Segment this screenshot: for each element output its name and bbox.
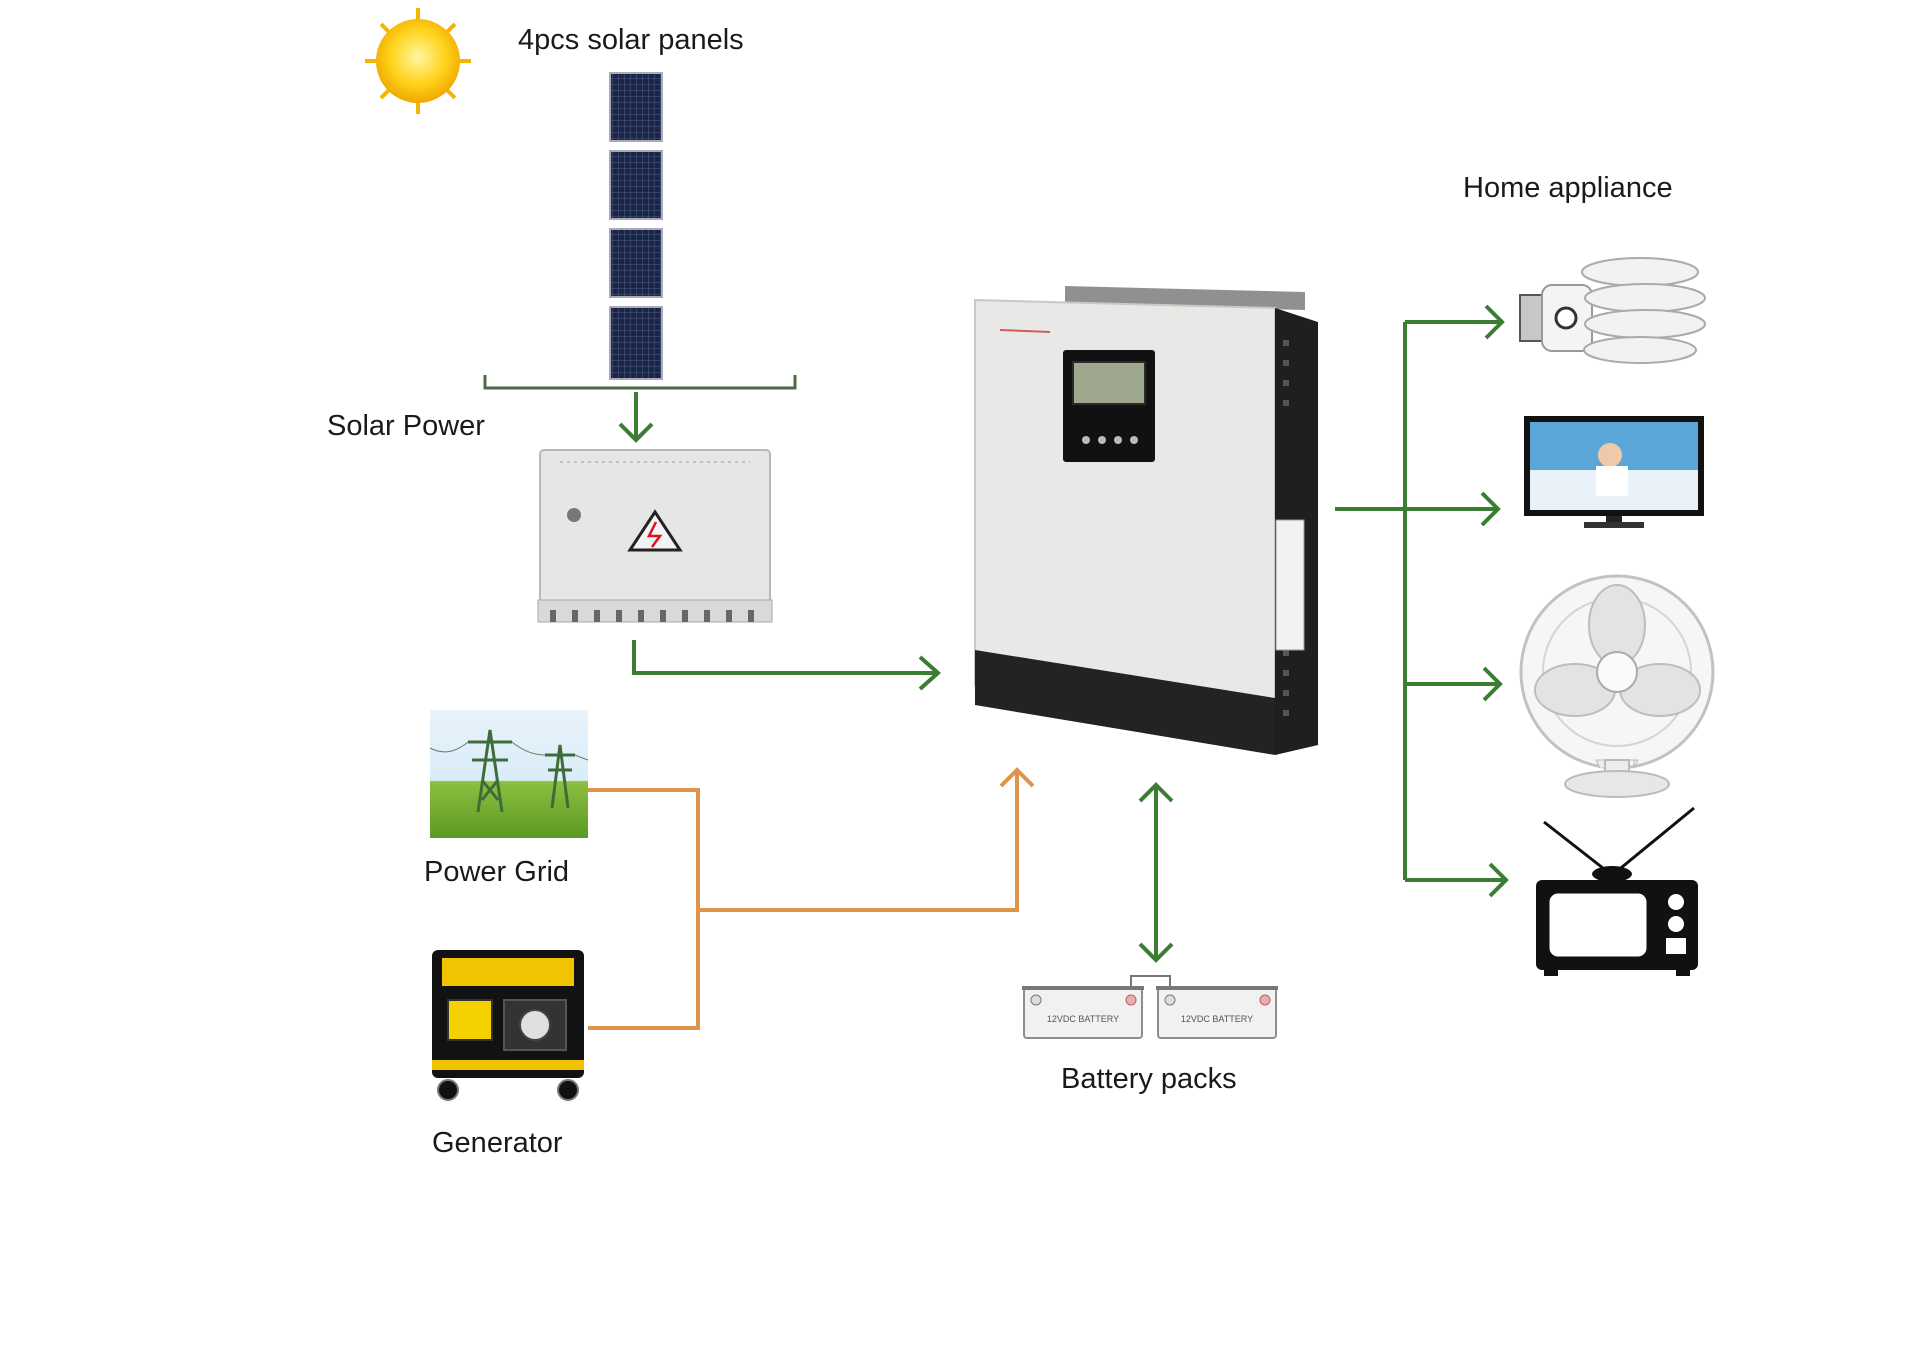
fan-icon (1519, 574, 1715, 798)
tv-icon (1536, 806, 1698, 976)
panel-bracket (483, 375, 797, 390)
monitor-icon (1524, 416, 1704, 528)
arrow-inverter-to-appliances (1335, 304, 1509, 898)
battery-label-2: 12VDC BATTERY (1181, 1014, 1253, 1024)
sun-icon (365, 8, 471, 114)
battery-label-1: 12VDC BATTERY (1047, 1014, 1119, 1024)
label-generator: Generator (432, 1127, 563, 1159)
battery-icon: 12VDC BATTERY 12VDC BATTERY (1022, 975, 1278, 1039)
label-solar-power: Solar Power (327, 410, 485, 442)
power-grid-icon (429, 710, 589, 838)
arrow-ac-sources-to-inverter (588, 767, 1035, 1030)
arrow-panels-to-combiner (618, 392, 654, 443)
solar-panel-icon (609, 72, 663, 380)
arrow-inverter-battery (1138, 782, 1174, 963)
generator-icon (432, 950, 584, 1101)
arrow-combiner-to-inverter (632, 640, 942, 691)
label-solar-panels: 4pcs solar panels (518, 24, 744, 56)
label-battery-packs: Battery packs (1061, 1063, 1237, 1095)
label-home-appliance: Home appliance (1463, 172, 1673, 204)
label-power-grid: Power Grid (424, 856, 570, 888)
combiner-box-icon (537, 449, 773, 623)
bulb-icon (1519, 257, 1706, 364)
inverter-icon (974, 286, 1318, 755)
